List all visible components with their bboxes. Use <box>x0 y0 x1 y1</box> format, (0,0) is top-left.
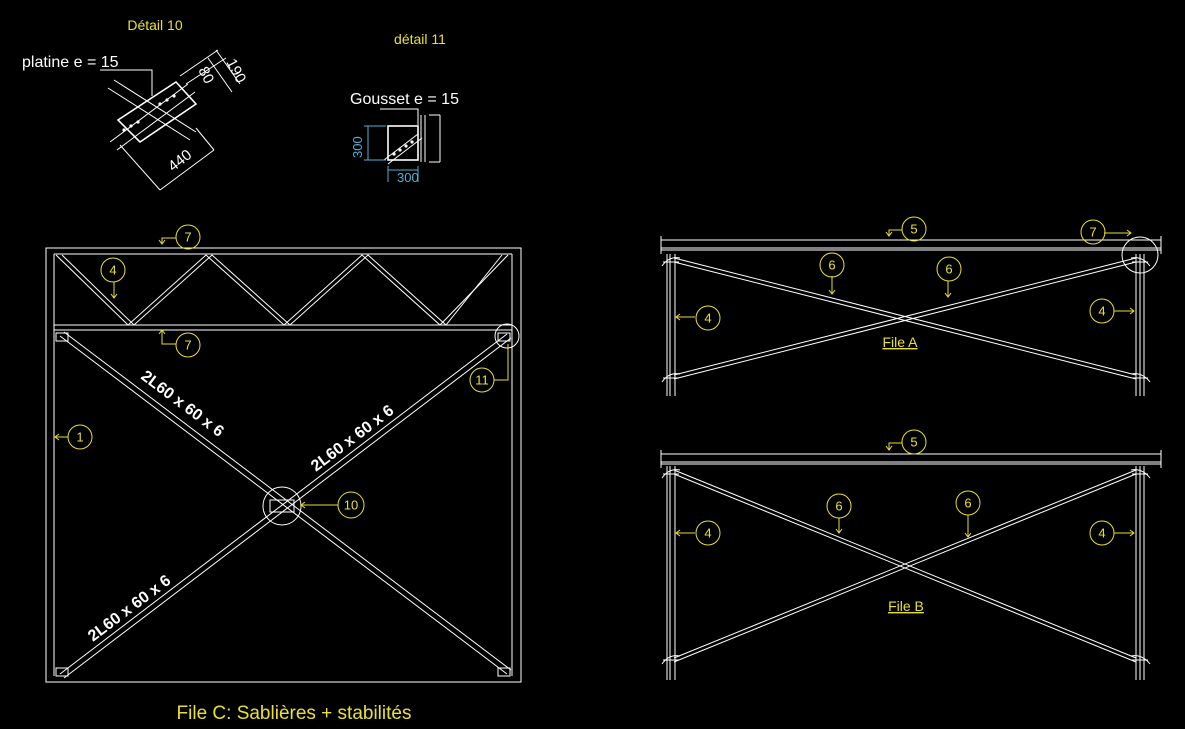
file-b-elevation: 5 6 6 4 4 File B <box>660 429 1162 680</box>
file-b-marker-brace-left: 6 <box>826 493 852 534</box>
svg-text:6: 6 <box>964 496 971 511</box>
detail-10: Détail 10 platine e = 15 190 80 440 <box>22 17 249 191</box>
file-c-brace-label-lower-left: 2L60 x 60 x 6 <box>85 572 174 645</box>
detail-10-dim-80: 80 <box>194 64 217 87</box>
file-c-marker-top-chord: 7 <box>158 224 201 250</box>
svg-text:11: 11 <box>475 373 489 388</box>
file-c-marker-post: 1 <box>54 424 93 450</box>
svg-text:7: 7 <box>184 338 191 353</box>
file-a-marker-beam: 5 <box>885 216 927 242</box>
svg-text:4: 4 <box>109 263 116 278</box>
svg-text:6: 6 <box>945 262 952 277</box>
file-c-x-bracing <box>59 331 512 679</box>
svg-text:4: 4 <box>1098 304 1105 319</box>
file-c-marker-truss: 4 <box>100 257 126 299</box>
file-c-elevation: 2L60 x 60 x 6 2L60 x 60 x 6 2L60 x 60 x … <box>45 224 522 724</box>
svg-text:7: 7 <box>1089 225 1096 240</box>
file-a-marker-corner: 7 <box>1080 219 1132 245</box>
detail-10-title: Détail 10 <box>127 17 182 33</box>
svg-text:6: 6 <box>835 499 842 514</box>
file-c-gussets <box>55 323 520 677</box>
svg-text:6: 6 <box>828 258 835 273</box>
svg-text:4: 4 <box>704 311 711 326</box>
detail-10-dim-440: 440 <box>165 146 195 175</box>
detail-11-gusset-sketch <box>364 108 441 182</box>
file-a-marker-post-right: 4 <box>1089 298 1135 324</box>
file-c-truss <box>55 254 509 326</box>
file-c-caption: File C: Sablières + stabilités <box>177 703 412 724</box>
file-a-marker-brace-right: 6 <box>936 256 962 298</box>
svg-text:7: 7 <box>184 230 191 245</box>
svg-text:5: 5 <box>910 435 917 450</box>
detail-10-joint-sketch <box>100 49 241 191</box>
svg-text:4: 4 <box>1098 526 1105 541</box>
detail-10-dim-190: 190 <box>222 56 249 86</box>
file-b-marker-brace-right: 6 <box>955 490 981 538</box>
file-c-marker-joint-10: 10 <box>300 491 365 519</box>
detail-11-title: détail 11 <box>394 31 446 47</box>
detail-11-dim-vertical: 300 <box>350 136 365 158</box>
detail-11-gusset-label: Gousset e = 15 <box>350 91 459 108</box>
svg-text:1: 1 <box>76 430 83 445</box>
file-b-caption: File B <box>888 598 924 614</box>
file-c-brace-label-upper-right: 2L60 x 60 x 6 <box>308 402 397 475</box>
file-a-marker-brace-left: 6 <box>819 252 845 295</box>
file-c-marker-bottom-chord: 7 <box>158 329 201 358</box>
svg-text:5: 5 <box>910 222 917 237</box>
file-a-caption: File A <box>882 334 918 350</box>
file-b-marker-post-left: 4 <box>675 520 721 546</box>
svg-text:10: 10 <box>344 498 358 513</box>
file-a-marker-post-left: 4 <box>675 305 721 331</box>
detail-11-dim-horizontal: 300 <box>397 170 419 185</box>
detail-11: détail 11 Gousset e = 15 300 300 <box>350 31 459 185</box>
detail-10-plate-label: platine e = 15 <box>22 54 119 71</box>
file-b-marker-beam: 5 <box>885 429 927 455</box>
file-b-marker-post-right: 4 <box>1089 520 1135 546</box>
file-a-elevation: 5 7 6 6 4 4 File A <box>660 216 1162 396</box>
file-c-marker-joint-11: 11 <box>469 344 509 393</box>
svg-text:4: 4 <box>704 526 711 541</box>
file-c-brace-label-upper-left: 2L60 x 60 x 6 <box>138 368 227 441</box>
